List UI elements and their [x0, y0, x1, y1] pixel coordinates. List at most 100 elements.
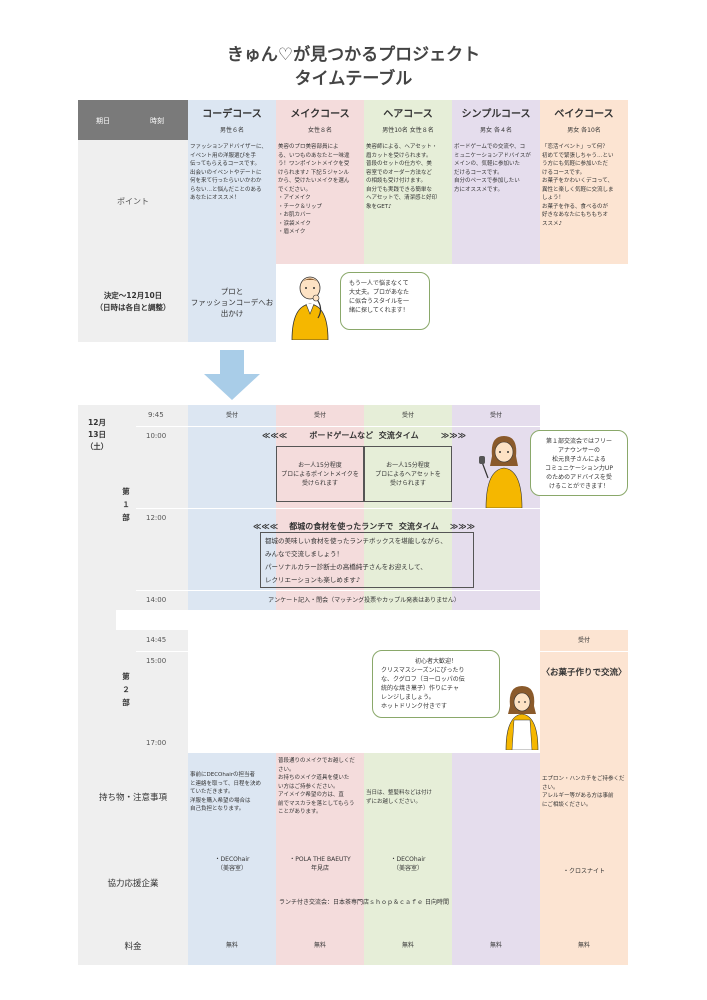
points-text: 美容のプロ美容部員によ [278, 144, 339, 150]
course-capacity: 男女 各10名 [567, 127, 601, 134]
bubble-text: に似合うスタイルを一 [349, 298, 410, 305]
time-1400: 14:00 [146, 596, 167, 604]
box-text: 受けられます [301, 480, 338, 487]
points-text: けられます♪ 下記５ジャンル [278, 169, 349, 176]
outing-cell: プロと ファッションコーデへお 出かけ [188, 264, 276, 342]
time-1500: 15:00 [146, 657, 167, 665]
part1-cell: 第 １ 部 [116, 405, 136, 610]
schedule-col-makeup [276, 405, 364, 610]
points-text: 異性と楽しく気軽に交流しま [542, 186, 614, 193]
sponsor-name: ・クロスナイト [562, 868, 605, 875]
divider [136, 426, 540, 427]
course-header-coordinate: コーデコース 男性６名 [188, 100, 276, 140]
points-text: しょう！ [542, 195, 565, 201]
outing-text: ファッションコーデへお [190, 298, 274, 307]
points-text: ファッションアドバイザーに、 [190, 144, 267, 150]
items-text: 事前にDECOhairの担当者 [190, 772, 256, 778]
items-text: アレルギー等がある方は事前 [542, 793, 614, 799]
items-text: と連絡を取って、日程を決め [190, 780, 261, 787]
fee-label-cell: 料金 [78, 927, 188, 965]
points-text: ・チーク＆リップ [278, 203, 323, 210]
box-text: プロによるヘアセットを [375, 471, 441, 478]
sponsor-coordinate: ・DECOhair （美容室） [188, 843, 276, 927]
decide-label-cell: 決定～12月10日 （日時は各自と調整） [78, 264, 188, 342]
date-line: 12月 [88, 418, 106, 427]
bake-speech-bubble: 初心者大歓迎！ クリスマスシーズンにぴったり な、クグロフ（ヨーロッパの伝 統的… [372, 650, 500, 718]
points-text: 自分でも実践できる簡単な [366, 186, 432, 193]
box-text: 受けられます [389, 480, 426, 487]
items-makeup: 普段通りのメイクでお越しくだ さい。 お持ちのメイク道具を使いた い方はご持参く… [276, 753, 364, 843]
reception-makeup: 受付 [313, 412, 326, 419]
decide-label-2: （日時は各自と調整） [95, 303, 171, 312]
points-text: う方にも気軽に参加いただ [542, 161, 609, 167]
time-0945: 9:45 [148, 411, 164, 419]
points-hair: 美容師による、ヘアセット・ 眉カットを受けられます。 普段のセットの仕方や、美 … [364, 140, 452, 264]
points-text: 初めてで緊張しちゃう…とい [542, 152, 614, 159]
part1-char: 部 [122, 513, 130, 522]
points-text: ・アイメイク [278, 195, 311, 201]
points-text: 美容師による、ヘアセット・ [366, 144, 438, 150]
fee-hair: 無料 [364, 927, 452, 965]
divider [136, 508, 540, 509]
points-text: 出会いのイベントやデートに [190, 169, 262, 176]
course-header-bake: ベイクコース 男女 各10名 [540, 100, 628, 140]
fee-simple: 無料 [452, 927, 540, 965]
bubble-text: のためのアドバイスを受 [546, 474, 612, 481]
points-text: ミュニケーションアドバイスが [454, 152, 531, 159]
reception-coordinate: 受付 [225, 412, 238, 419]
bubble-text: クリスマスシーズンにぴったり [381, 667, 465, 674]
fee-value: 無料 [577, 942, 590, 949]
sponsor-name: 年見店 [310, 865, 329, 872]
sponsor-name: ・POLA THE BAEUTY [289, 856, 351, 863]
bubble-text: 初心者大歓迎！ [414, 658, 457, 665]
points-text: 好きなあなたにもちもちオ [542, 212, 609, 218]
points-text: らない…と悩んだことのある [190, 186, 262, 193]
points-makeup: 美容のプロ美容部員によ る、いつものあなたと一味違 う！ワンポイントメイクを受 … [276, 140, 364, 264]
items-text: ていただきます。 [190, 789, 234, 795]
items-hair: 当日は、整髪料などは付け ずにお越しください。 [364, 753, 452, 843]
points-text: 眉カットを受けられます。 [366, 152, 432, 159]
part2-char: ２ [122, 685, 130, 694]
items-text: 当日は、整髪料などは付け [366, 790, 433, 796]
outing-text: 出かけ [220, 309, 244, 318]
schedule-col-hair [364, 405, 452, 610]
time-1200: 12:00 [146, 514, 167, 522]
lunch-band: ≪≪≪ 都城の食材を使ったランチで 交流タイム ≫≫≫ [253, 522, 475, 531]
bubble-text: 大丈夫。プロがあなた [349, 289, 410, 296]
lunch-text: 都城の美味しい食材を使ったランチボックスを堪能しながら、 [265, 537, 447, 545]
items-text: さい。 [542, 784, 559, 791]
points-text: だけるコースです。 [454, 169, 503, 176]
points-text: 自分のペースで参加したい [454, 178, 520, 184]
bubble-text: 松元良子さんによる [552, 456, 606, 463]
points-text: から、受けたいメイクを選ん [278, 178, 350, 184]
announcer-woman-icon [479, 436, 523, 508]
points-text: ヘアセットで、清潔感と好印 [366, 195, 438, 201]
points-text: けるコースです。 [542, 169, 586, 176]
points-text: 容室でのオーダー方法など [366, 169, 433, 176]
lunch-text: パーソナルカラー診断士の高橋純子さんをお迎えして、 [265, 563, 427, 571]
box-text: お一人15分程度 [298, 462, 342, 469]
points-text: ススメ♪ [542, 220, 563, 227]
time-column-part1 [136, 405, 188, 610]
points-text: ・お肌カバー [278, 212, 312, 218]
course-capacity: 男性６名 [219, 127, 244, 134]
part2-cell: 第 ２ 部 [116, 630, 136, 753]
bubble-text: な、クグロフ（ヨーロッパの伝 [381, 676, 465, 683]
course-name: シンプルコース [461, 109, 531, 120]
points-text: の相談も受け付けます。 [366, 178, 426, 184]
makeup-session-box: お一人15分程度 プロによるポイントメイクを 受けられます [276, 446, 364, 502]
fee-label: 料金 [124, 942, 142, 952]
items-text: エプロン・ハンカチをご持参くだ [542, 776, 625, 782]
reception-bake: 受付 [577, 637, 590, 644]
boardgame-band: ≪≪≪ ボードゲームなど 交流タイム ≫≫≫ [262, 431, 466, 440]
items-label: 持ち物・注意事項 [98, 793, 167, 803]
fee-makeup: 無料 [276, 927, 364, 965]
course-name: ヘアコース [383, 109, 433, 120]
items-bake: エプロン・ハンカチをご持参くだ さい。 アレルギー等がある方は事前 にご相談くだ… [540, 753, 628, 843]
time-1000: 10:00 [146, 432, 167, 440]
course-header-makeup: メイクコース 女性８名 [276, 100, 364, 140]
items-text: 自己負担となります。 [190, 806, 245, 812]
points-coordinate: ファッションアドバイザーに、 イベント用の洋服選びを手 伝ってもらえるコースです… [188, 140, 276, 264]
points-text: ボードゲームでの交流や、コ [454, 144, 526, 150]
part1-char: １ [122, 500, 130, 509]
